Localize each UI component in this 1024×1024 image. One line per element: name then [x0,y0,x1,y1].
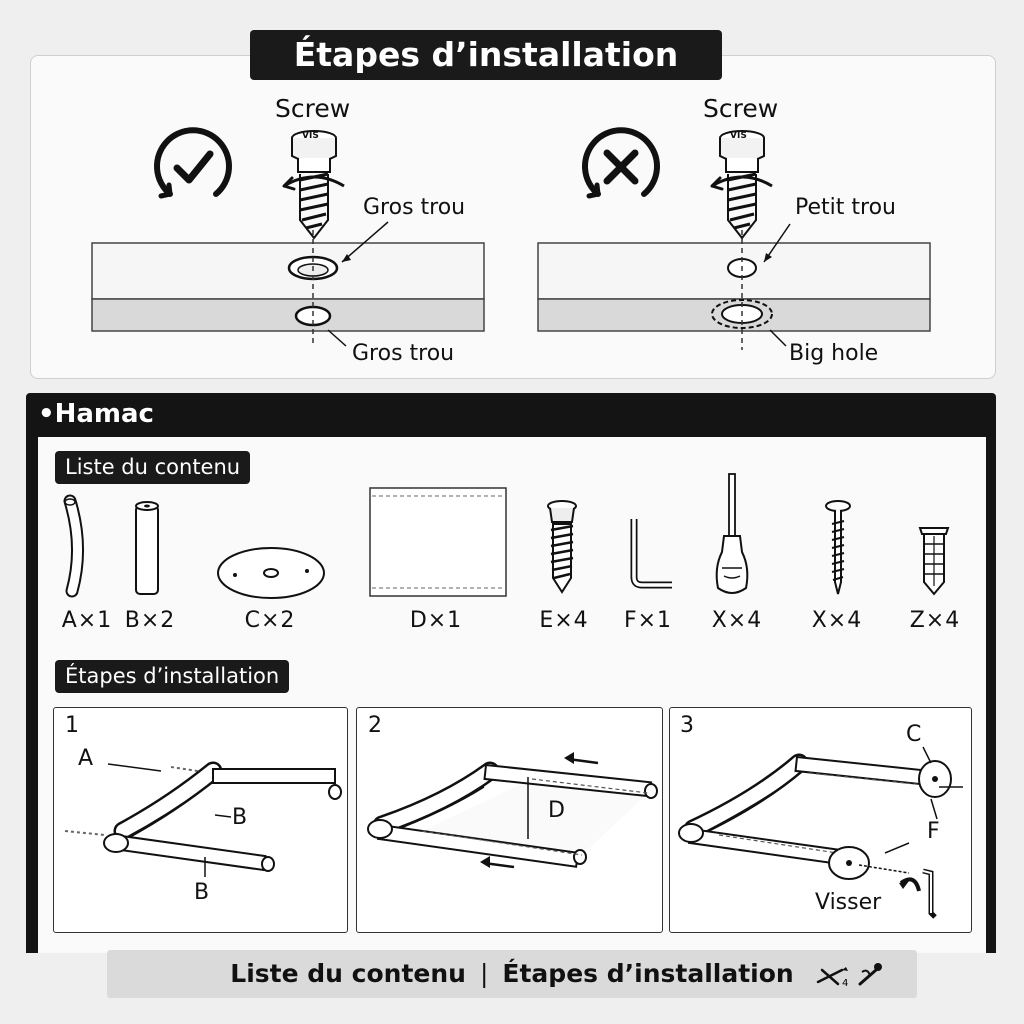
step-2-frame-drawing [367,752,658,869]
disc-plate-icon [217,547,325,599]
step-1-number: 1 [65,713,79,738]
cross-icon [582,127,660,199]
part-label-e: E×4 [539,608,589,633]
step-2-number: 2 [368,713,382,738]
part-label-a: A×1 [61,608,113,633]
incorrect-board [537,230,931,350]
check-icon [154,127,232,199]
step-1-label-a: A [78,746,94,771]
part-label-b: B×2 [124,608,176,633]
screw-icon [547,500,577,594]
step-3-label-screw: Visser [815,890,882,915]
step-1-box [53,707,348,933]
correct-screw-label: Screw [275,94,351,123]
part-label-z: Z×4 [909,608,961,633]
step-2-label-d: D [548,798,565,823]
comparison-leaders [327,221,791,347]
footer-left-label: Liste du contenu [230,959,466,988]
incorrect-screw-cap-text: VIS [730,131,747,141]
step-1-frame-drawing [64,761,342,877]
footer-right-label: Étapes d’installation [502,959,794,988]
part-label-c: C×2 [244,608,296,633]
curved-tube-icon [63,494,84,598]
section-title: •Hamac [38,399,154,429]
incorrect-screw-label: Screw [703,94,779,123]
step-3-label-c: C [906,722,922,747]
steps-title: Étapes d’installation [55,660,290,693]
footer-separator: | [479,959,489,988]
footer-bar: Liste du contenu | Étapes d’installation [107,950,917,998]
correct-board [91,230,485,346]
step-1-label-b1: B [232,805,248,830]
long-screw-icon [825,500,851,595]
step-3-label-f: F [927,819,940,844]
correct-bottom-hole-label: Gros trou [352,341,455,366]
incorrect-top-hole-label: Petit trou [795,195,896,220]
incorrect-screw-icon [710,130,773,240]
part-label-x1: X×4 [711,608,763,633]
part-label-x2: X×4 [811,608,863,633]
hex-key-icon [630,519,672,589]
incorrect-bottom-hole-label: Big hole [789,341,879,366]
straight-tube-icon [135,501,159,595]
correct-screw-cap-text: VIS [302,131,319,141]
screwdriver-icon [715,473,749,594]
part-label-f: F×1 [623,608,673,633]
tools-icon: 4 [816,963,882,989]
step-3-frame-drawing [678,746,963,919]
part-label-d: D×1 [409,608,463,633]
fabric-sheet-icon [369,487,507,597]
svg-text:4: 4 [842,978,848,989]
contents-title: Liste du contenu [55,451,251,484]
wall-plug-icon [918,527,950,596]
page-title: Étapes d’installation [250,30,722,80]
correct-screw-icon [282,130,345,240]
step-1-label-b2: B [194,880,210,905]
correct-top-hole-label: Gros trou [363,195,466,220]
step-3-number: 3 [680,713,694,738]
